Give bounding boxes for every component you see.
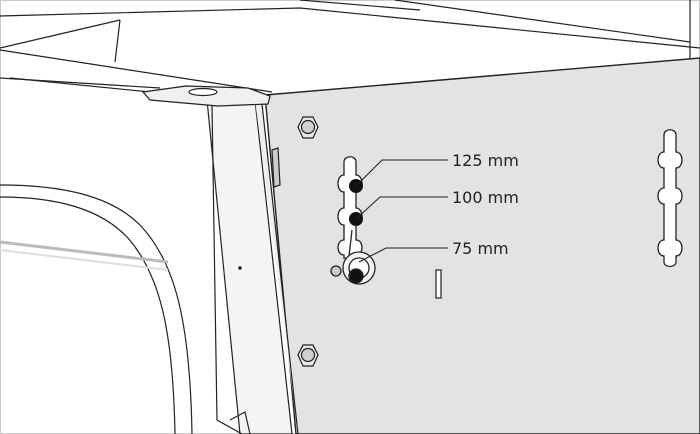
curved-housing xyxy=(0,184,193,434)
small-slot xyxy=(435,269,442,299)
bolt-bottom xyxy=(297,344,319,367)
label-125mm: 125 mm xyxy=(452,151,519,170)
right-slot xyxy=(657,129,683,268)
top-bracket xyxy=(141,85,271,107)
label-75mm: 75 mm xyxy=(452,239,509,258)
bracket-hole xyxy=(238,266,242,270)
leader-lines xyxy=(355,159,448,263)
bolt-75mm xyxy=(330,251,376,285)
ceiling-beams xyxy=(0,0,700,93)
label-100mm: 100 mm xyxy=(452,188,519,207)
bolt-top xyxy=(271,116,319,188)
